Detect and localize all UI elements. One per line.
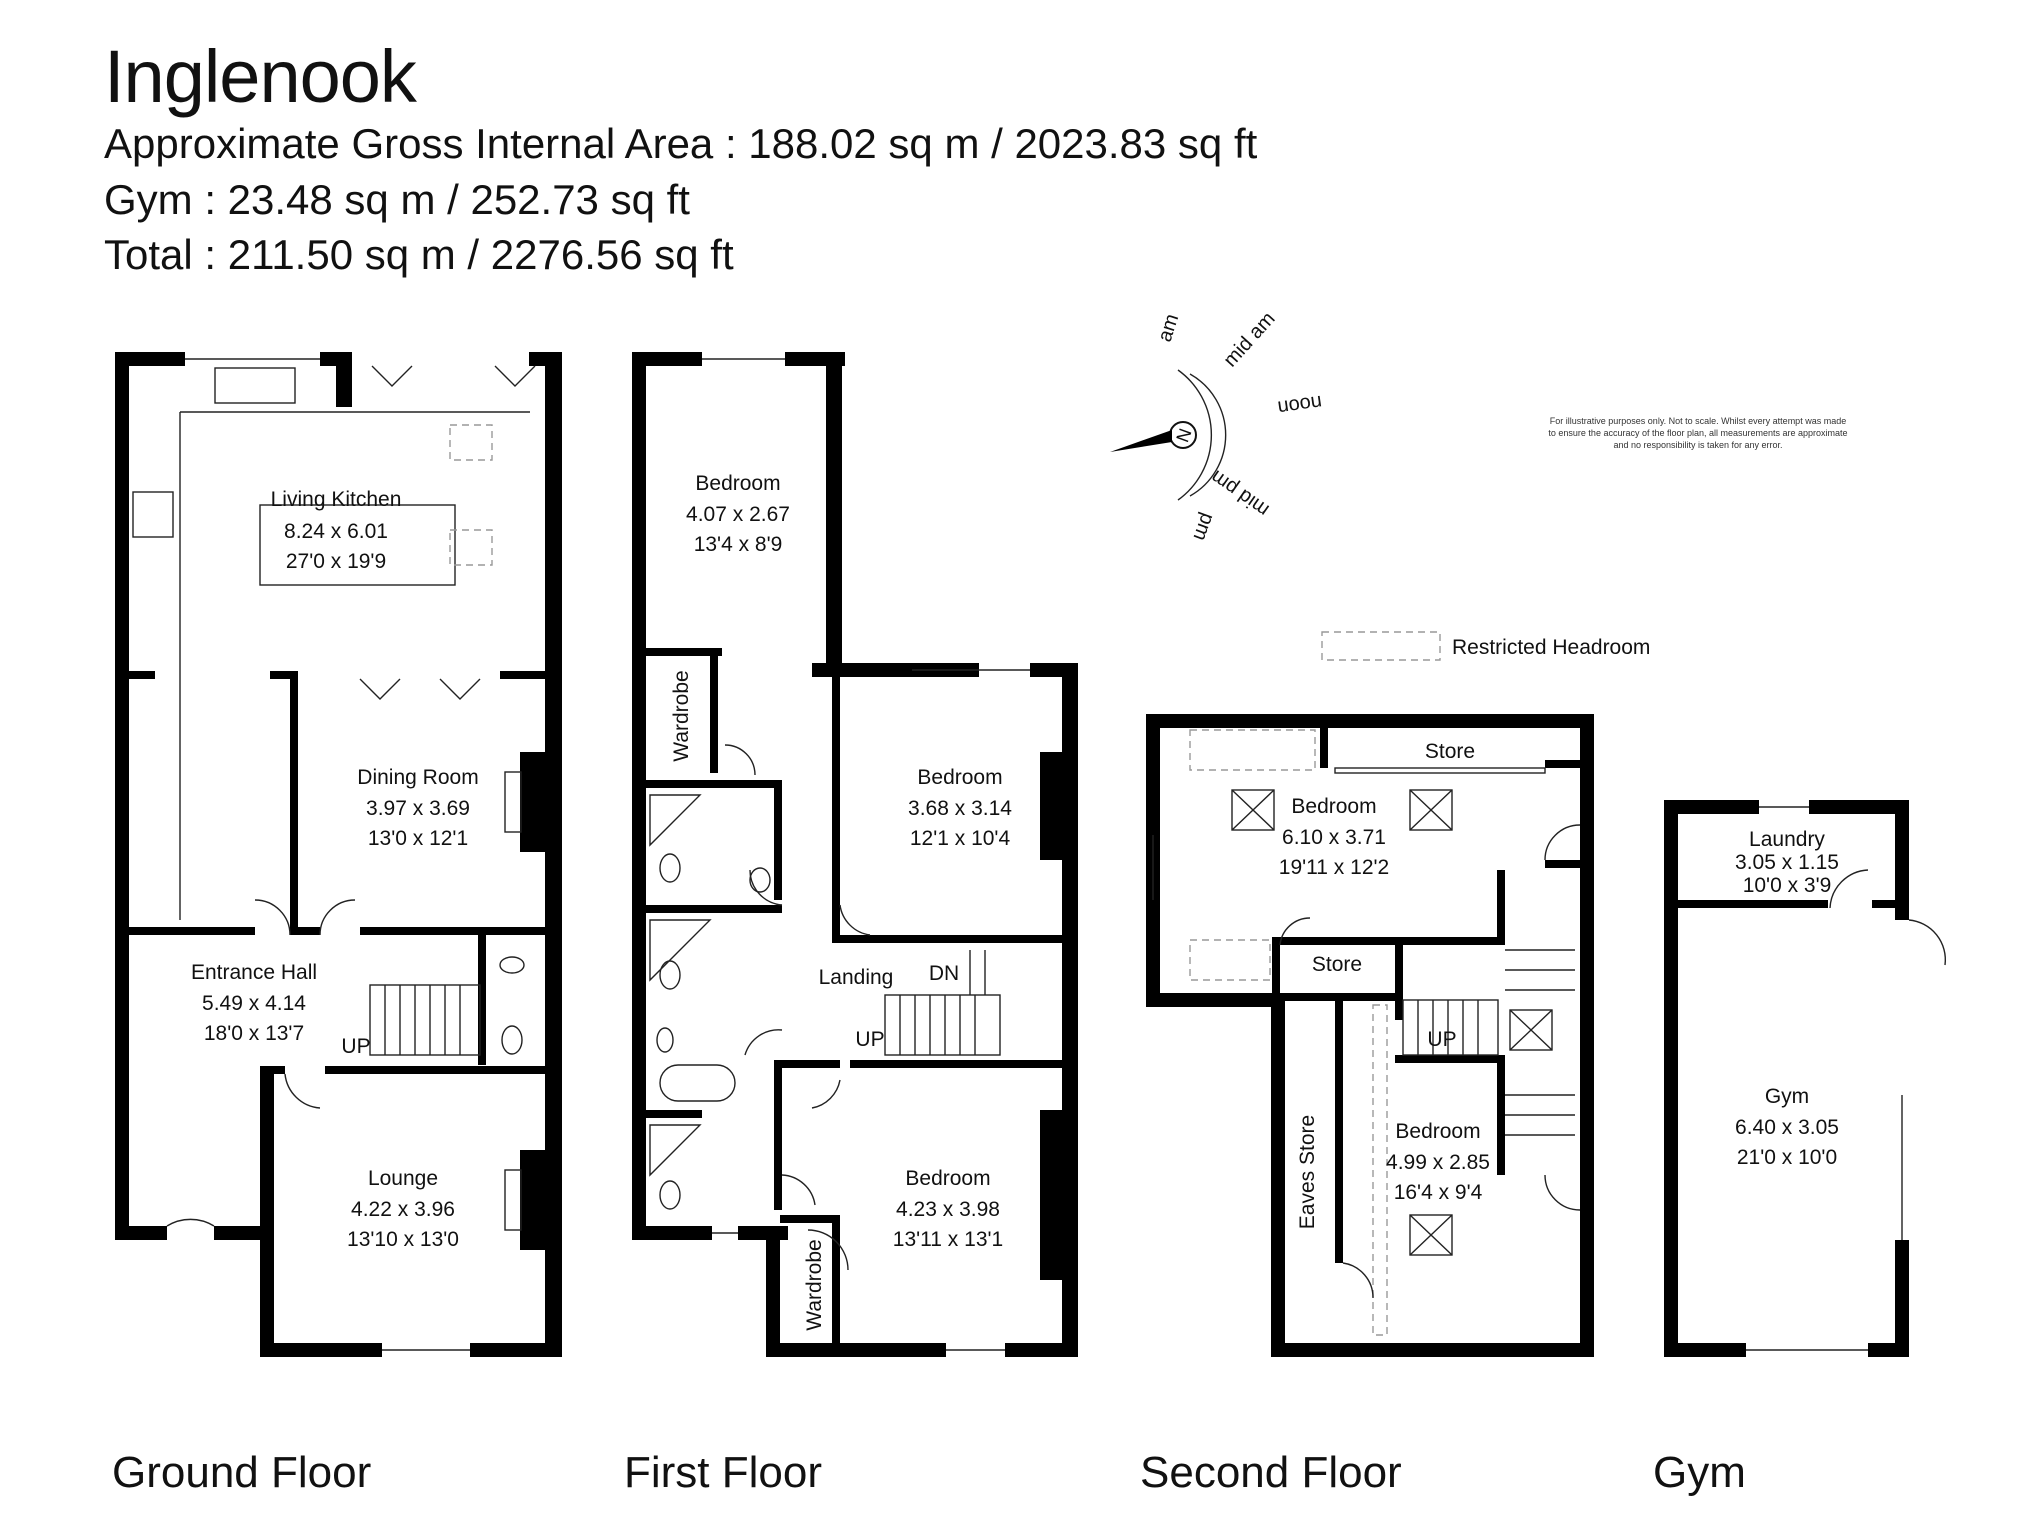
second-bedroom-1-imperial: 19'11 x 12'2 bbox=[1279, 856, 1389, 879]
gym-metric: 6.40 x 3.05 bbox=[1735, 1116, 1839, 1139]
entrance-hall-name: Entrance Hall bbox=[191, 961, 317, 984]
lounge-imperial: 13'10 x 13'0 bbox=[347, 1228, 459, 1251]
property-title: Inglenook bbox=[104, 35, 417, 118]
first-stairs-up: UP bbox=[855, 1028, 884, 1051]
dining-room-imperial: 13'0 x 12'1 bbox=[368, 827, 468, 850]
second-floor-label: Second Floor bbox=[1140, 1448, 1402, 1497]
total-area: Total : 211.50 sq m / 2276.56 sq ft bbox=[104, 231, 734, 278]
second-bedroom-2-name: Bedroom bbox=[1395, 1120, 1480, 1143]
second-bedroom-2-imperial: 16'4 x 9'4 bbox=[1394, 1181, 1483, 1204]
gym-area: Gym : 23.48 sq m / 252.73 sq ft bbox=[104, 176, 690, 223]
compass-mid-pm: mid pm bbox=[1207, 465, 1273, 521]
second-bedroom-2-metric: 4.99 x 2.85 bbox=[1386, 1151, 1490, 1174]
compass-noon: noon bbox=[1276, 391, 1323, 419]
north-arrow-icon bbox=[1110, 430, 1172, 452]
second-bedroom-1-metric: 6.10 x 3.71 bbox=[1282, 826, 1386, 849]
compass-mid-am: mid am bbox=[1219, 308, 1279, 371]
first-floor-plan: Bedroom 4.07 x 2.67 13'4 x 8'9 Bedroom 3… bbox=[632, 352, 1078, 1357]
laundry-metric: 3.05 x 1.15 bbox=[1735, 851, 1839, 874]
compass-am: am bbox=[1154, 311, 1184, 344]
first-bedroom-2-imperial: 12'1 x 10'4 bbox=[910, 827, 1011, 850]
compass: N am mid am noon mid pm pm bbox=[1110, 308, 1323, 544]
laundry-name: Laundry bbox=[1749, 828, 1825, 851]
first-bedroom-3-metric: 4.23 x 3.98 bbox=[896, 1198, 1000, 1221]
ground-floor-plan: Living Kitchen 8.24 x 6.01 27'0 x 19'9 D… bbox=[115, 352, 562, 1357]
gym-name: Gym bbox=[1765, 1085, 1809, 1108]
ground-floor-label: Ground Floor bbox=[112, 1448, 372, 1497]
first-wardrobe-2: Wardrobe bbox=[803, 1239, 826, 1330]
entrance-hall-imperial: 18'0 x 13'7 bbox=[204, 1022, 304, 1045]
compass-pm: pm bbox=[1188, 510, 1218, 544]
gross-internal-area: Approximate Gross Internal Area : 188.02… bbox=[104, 120, 1258, 167]
lounge-metric: 4.22 x 3.96 bbox=[351, 1198, 455, 1221]
second-store-2: Store bbox=[1312, 953, 1362, 976]
disclaimer-note: For illustrative purposes only. Not to s… bbox=[1548, 416, 1848, 450]
second-store-1: Store bbox=[1425, 740, 1475, 763]
second-bedroom-1-name: Bedroom bbox=[1291, 795, 1376, 818]
first-bedroom-1-metric: 4.07 x 2.67 bbox=[686, 503, 790, 526]
restricted-headroom-swatch bbox=[1321, 631, 1441, 661]
first-landing: Landing bbox=[819, 966, 894, 989]
living-kitchen-imperial: 27'0 x 19'9 bbox=[286, 550, 386, 573]
second-floor-plan: Bedroom 6.10 x 3.71 19'11 x 12'2 Store S… bbox=[1146, 714, 1594, 1357]
living-kitchen-metric: 8.24 x 6.01 bbox=[284, 520, 388, 543]
first-bedroom-3-name: Bedroom bbox=[905, 1167, 990, 1190]
laundry-imperial: 10'0 x 3'9 bbox=[1743, 874, 1832, 897]
restricted-headroom-label: Restricted Headroom bbox=[1452, 636, 1650, 659]
first-bedroom-2-metric: 3.68 x 3.14 bbox=[908, 797, 1012, 820]
first-bedroom-1-name: Bedroom bbox=[695, 472, 780, 495]
compass-north: N bbox=[1172, 426, 1195, 445]
first-floor-label: First Floor bbox=[624, 1448, 822, 1497]
gym-floor-label: Gym bbox=[1653, 1448, 1746, 1497]
first-bedroom-2-name: Bedroom bbox=[917, 766, 1002, 789]
ground-stairs-up: UP bbox=[341, 1035, 370, 1058]
gym-plan: Laundry 3.05 x 1.15 10'0 x 3'9 Gym 6.40 … bbox=[1664, 800, 1947, 1357]
first-stairs-down: DN bbox=[929, 962, 959, 985]
dining-room-metric: 3.97 x 3.69 bbox=[366, 797, 470, 820]
entrance-hall-metric: 5.49 x 4.14 bbox=[202, 992, 306, 1015]
first-wardrobe-1: Wardrobe bbox=[670, 670, 693, 761]
gym-imperial: 21'0 x 10'0 bbox=[1737, 1146, 1837, 1169]
first-bedroom-3-imperial: 13'11 x 13'1 bbox=[893, 1228, 1003, 1251]
second-stairs-up: UP bbox=[1427, 1028, 1456, 1051]
legend: Restricted Headroom bbox=[1321, 631, 1650, 661]
second-eaves-store: Eaves Store bbox=[1296, 1115, 1319, 1229]
living-kitchen-name: Living Kitchen bbox=[271, 488, 402, 511]
first-bedroom-1-imperial: 13'4 x 8'9 bbox=[694, 533, 783, 556]
lounge-name: Lounge bbox=[368, 1167, 438, 1190]
dining-room-name: Dining Room bbox=[357, 766, 478, 789]
